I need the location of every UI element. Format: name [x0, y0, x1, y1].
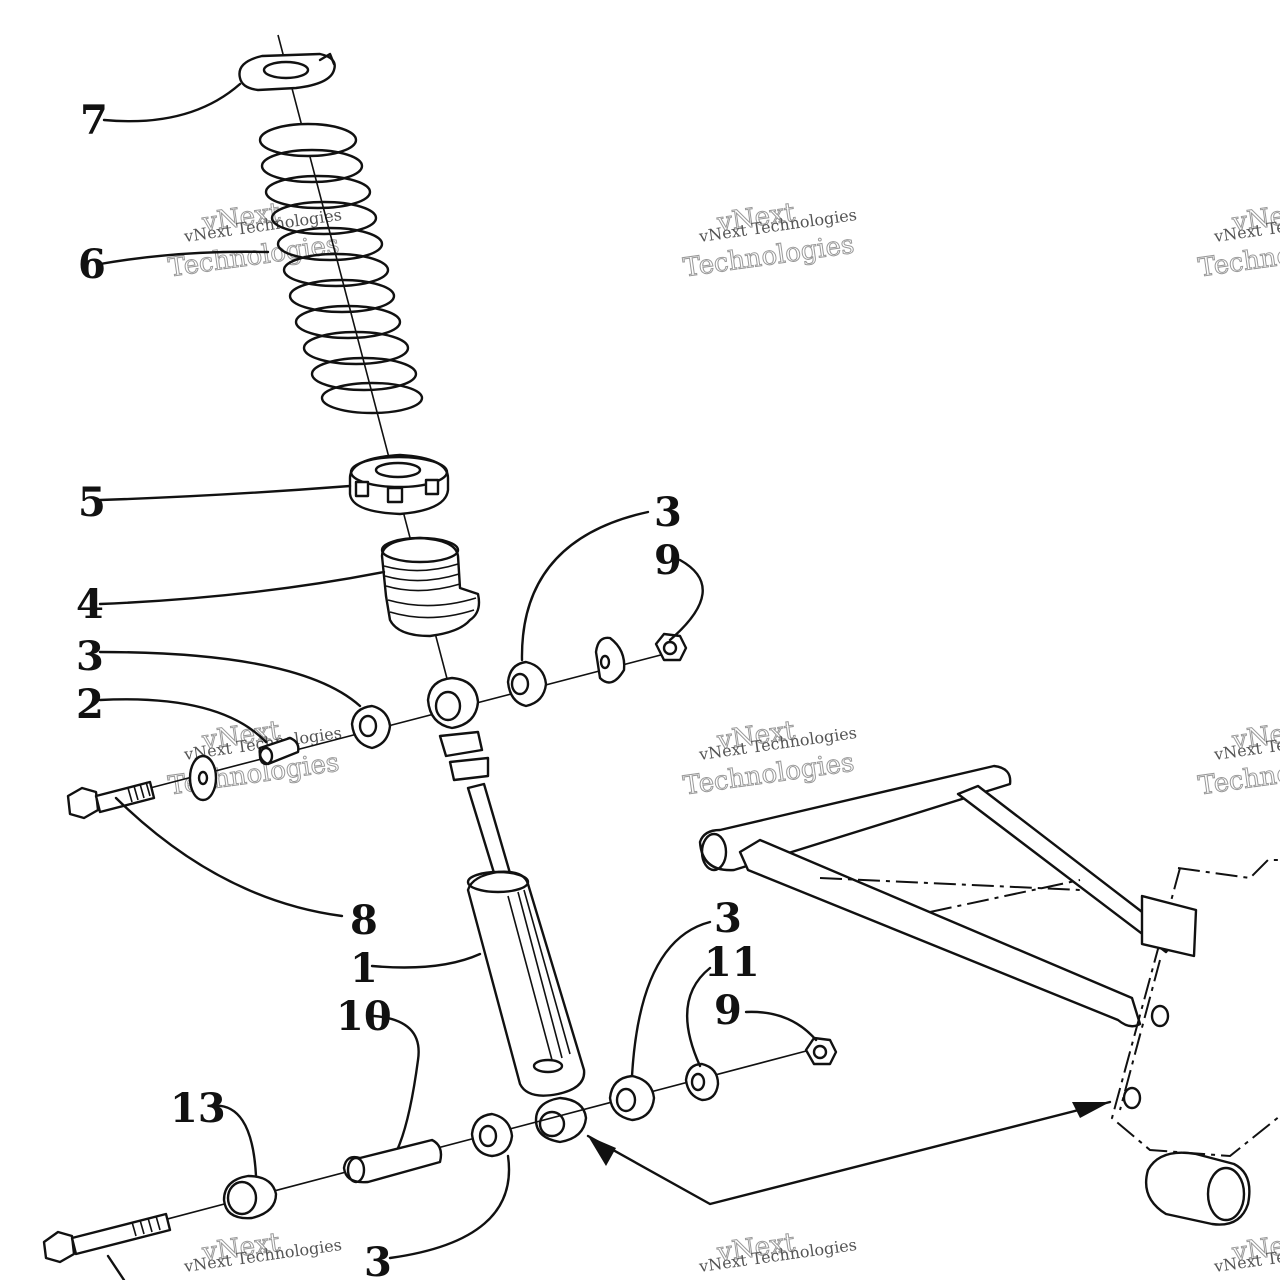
callout-10: 10 — [336, 993, 392, 1040]
leader-3c — [630, 920, 712, 1078]
bushing-upper-left — [350, 704, 392, 750]
leader-13 — [208, 1104, 258, 1178]
leader-5 — [98, 484, 352, 502]
callout-13: 13 — [170, 1085, 226, 1132]
leader-11 — [685, 966, 712, 1068]
shock-lower-eye — [534, 1096, 588, 1144]
callout-1: 1 — [350, 945, 378, 992]
leader-3d — [388, 1154, 511, 1260]
leader-lines — [98, 82, 818, 1280]
leader-8 — [114, 796, 344, 918]
watermark: vNext vNext Technologies Technologies — [1196, 197, 1280, 284]
leader-3b — [520, 510, 650, 662]
watermarks: vNext vNext Technologies Technologies vN… — [166, 197, 1280, 1276]
watermark: vNext vNext Technologies — [1212, 1227, 1280, 1276]
threaded-collar — [380, 536, 481, 638]
callout-3-lower-right: 3 — [714, 895, 742, 942]
watermark: vNext vNext Technologies — [697, 1227, 858, 1276]
spacer-tube-10 — [342, 1138, 443, 1184]
upper-mount-bolt — [66, 780, 156, 820]
bushing-lower-right — [608, 1074, 656, 1122]
watermark: vNext vNext Technologies — [182, 1227, 343, 1276]
watermark: vNext vNext Technologies Technologies — [166, 197, 343, 284]
nut-lower — [804, 1036, 838, 1066]
leader-7 — [102, 82, 242, 123]
leader-6 — [98, 250, 270, 266]
upper-bolt-axis — [149, 649, 681, 789]
callout-9-lower: 9 — [714, 987, 742, 1034]
leader-1 — [370, 952, 482, 969]
leader-bolt — [106, 1254, 126, 1280]
callout-9-upper: 9 — [654, 537, 682, 584]
watermark: vNext vNext Technologies Technologies — [681, 197, 858, 284]
spring-retainer-cap — [238, 52, 336, 92]
leader-9a — [668, 558, 704, 642]
cup-washer — [594, 636, 626, 684]
leader-9b — [744, 1010, 818, 1042]
lower-mount-bolt — [42, 1212, 172, 1264]
leader-3a — [98, 650, 362, 708]
leader-10 — [372, 1014, 420, 1150]
shock-upper-eye — [426, 676, 490, 782]
leader-2 — [98, 698, 268, 744]
a-arm-frame — [698, 764, 1280, 1226]
watermark: vNext vNext Technologies Technologies — [166, 715, 343, 802]
assembly-arrow — [586, 1100, 1112, 1206]
watermark: vNext vNext Technologies Technologies — [681, 715, 858, 802]
callout-8: 8 — [350, 897, 378, 944]
washer — [188, 754, 218, 802]
spacer-sleeve — [258, 736, 300, 766]
callout-4: 4 — [76, 581, 104, 628]
callout-6: 6 — [78, 241, 106, 288]
spring-adjuster-ring — [348, 453, 450, 516]
watermark: vNext vNext Technologies Technologies — [1196, 715, 1280, 802]
nut-upper — [654, 632, 688, 662]
washer-11 — [684, 1062, 720, 1102]
coil-spring — [258, 122, 424, 415]
shock-absorber-body — [466, 870, 586, 1097]
callout-3-upper-left: 3 — [76, 633, 104, 680]
callout-3-upper-right: 3 — [654, 489, 682, 536]
bushing-lower-left — [470, 1112, 514, 1158]
callout-2: 2 — [76, 681, 104, 728]
callout-3-lower-left: 3 — [364, 1239, 392, 1280]
leader-4 — [98, 570, 386, 606]
callout-11: 11 — [704, 939, 760, 986]
lower-bushing-13 — [222, 1174, 278, 1220]
bushing-upper-right — [506, 660, 548, 708]
callout-5: 5 — [78, 479, 106, 526]
callout-labels: 7 6 5 4 3 2 8 1 10 13 3 3 9 3 11 9 — [76, 97, 760, 1280]
callout-7: 7 — [80, 97, 108, 144]
